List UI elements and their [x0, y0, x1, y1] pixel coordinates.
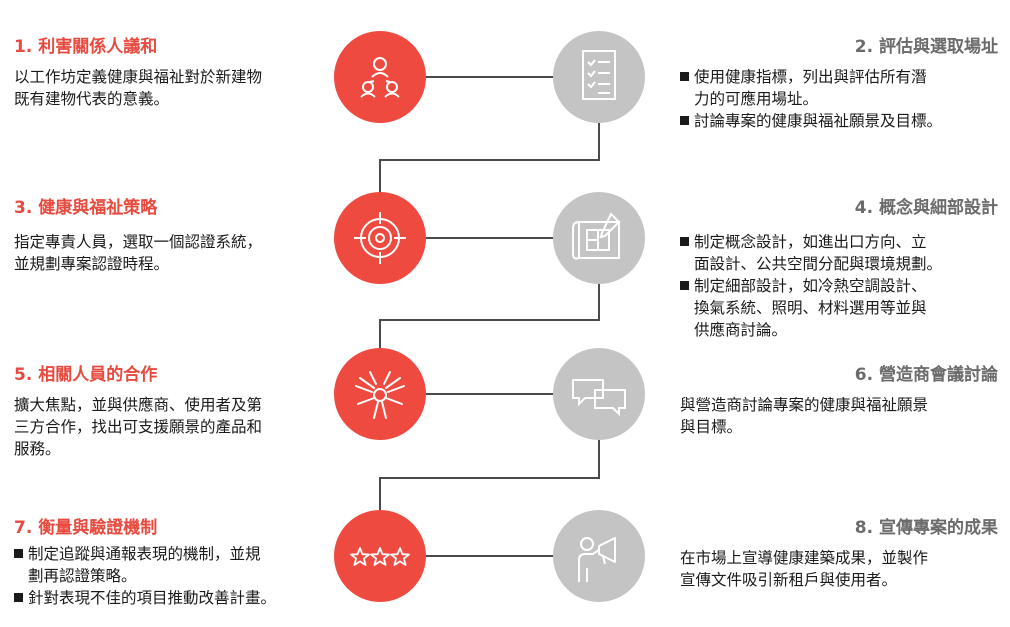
step-4-bullet-2-line-1: 制定細部設計，如冷熱空調設計、	[694, 277, 927, 295]
checklist-icon	[582, 50, 616, 100]
bullet-square-icon	[14, 549, 23, 558]
bullet-square-icon	[680, 237, 689, 246]
step-1-line-2: 既有建物代表的意義。	[14, 90, 170, 108]
step-6-line-1: 與營造商討論專案的健康與福祉願景	[680, 396, 929, 414]
step-4-circle	[553, 192, 645, 284]
step-2-circle	[553, 31, 645, 123]
step-8-circle	[553, 510, 645, 602]
target-icon	[354, 212, 406, 264]
step-7: 7. 衡量與驗證機制 制定追蹤與通報表現的機制，並規 劃再認證策略。 針對表現不…	[14, 517, 334, 609]
step-7-title: 7. 衡量與驗證機制	[14, 518, 158, 538]
step-6-title: 6. 營造商會議討論	[854, 365, 998, 385]
step-7-bullet-1-line-1: 制定追蹤與通報表現的機制，並規	[28, 545, 261, 563]
step-4-bullet-2: 制定細部設計，如冷熱空調設計、 換氣系統、照明、材料選用等並與 供應商討論。	[680, 275, 998, 341]
step-7-body: 制定追蹤與通報表現的機制，並規 劃再認證策略。 針對表現不佳的項目推動改善計畫。	[14, 543, 334, 609]
step-1-circle	[334, 31, 426, 123]
stars-icon	[350, 547, 410, 566]
step-4-bullet-2-line-2: 換氣系統、照明、材料選用等並與	[694, 299, 927, 317]
step-2-bullet-2: 討論專案的健康與福祉願景及目標。	[680, 110, 998, 132]
step-2-bullet-1-line-1: 使用健康指標，列出與評估所有潛	[694, 68, 927, 86]
step-7-bullet-2: 針對表現不佳的項目推動改善計畫。	[14, 587, 334, 609]
step-3-body: 指定專責人員，選取一個認證系統， 並規劃專案認證時程。	[14, 231, 334, 275]
step-7-bullet-1-line-2: 劃再認證策略。	[28, 567, 137, 585]
step-1-body: 以工作坊定義健康與福祉對於新建物 既有建物代表的意義。	[14, 66, 334, 110]
step-4-bullet-1: 制定概念設計，如進出口方向、立 面設計、公共空間分配與環境規劃。	[680, 231, 998, 275]
step-3-line-1: 指定專責人員，選取一個認證系統，	[14, 233, 263, 251]
step-4: 4. 概念與細部設計 制定概念設計，如進出口方向、立 面設計、公共空間分配與環境…	[680, 197, 998, 341]
step-8-body: 在市場上宣導健康建築成果，並製作 宣傳文件吸引新租戶與使用者。	[680, 547, 998, 591]
speech-bubbles-icon	[572, 379, 626, 417]
step-3-circle	[334, 192, 426, 284]
teamwork-hands-icon	[355, 371, 405, 419]
step-1-line-1: 以工作坊定義健康與福祉對於新建物	[14, 68, 263, 86]
bullet-square-icon	[680, 116, 689, 125]
step-7-bullet-2-line-1: 針對表現不佳的項目推動改善計畫。	[28, 589, 277, 607]
step-4-bullet-2-line-3: 供應商討論。	[694, 321, 788, 339]
step-6-circle	[553, 348, 645, 440]
step-5: 5. 相關人員的合作 擴大焦點，並與供應商、使用者及第 三方合作，找出可支援願景…	[14, 364, 334, 460]
step-8-line-2: 宣傳文件吸引新租戶與使用者。	[680, 571, 898, 589]
step-6-line-2: 與目標。	[680, 418, 743, 436]
step-3-line-2: 並規劃專案認證時程。	[14, 255, 170, 273]
step-6-body: 與營造商討論專案的健康與福祉願景 與目標。	[680, 394, 998, 438]
stakeholders-icon	[360, 57, 400, 98]
bullet-square-icon	[680, 72, 689, 81]
bullet-square-icon	[680, 281, 689, 290]
step-5-title: 5. 相關人員的合作	[14, 365, 158, 385]
step-2-title: 2. 評估與選取場址	[854, 37, 998, 57]
bullet-square-icon	[14, 593, 23, 602]
step-5-circle	[334, 348, 426, 440]
step-4-bullet-1-line-2: 面設計、公共空間分配與環境規劃。	[694, 255, 943, 273]
step-3: 3. 健康與福祉策略 指定專責人員，選取一個認證系統， 並規劃專案認證時程。	[14, 197, 334, 275]
step-7-bullet-1: 制定追蹤與通報表現的機制，並規 劃再認證策略。	[14, 543, 334, 587]
step-2-bullet-1: 使用健康指標，列出與評估所有潛 力的可應用場址。	[680, 66, 998, 110]
step-5-line-3: 服務。	[14, 440, 61, 458]
step-2-bullet-1-line-2: 力的可應用場址。	[694, 90, 819, 108]
blueprint-icon	[572, 212, 621, 260]
step-2-bullet-2-line-1: 討論專案的健康與福祉願景及目標。	[694, 112, 943, 130]
step-8-line-1: 在市場上宣導健康建築成果，並製作	[680, 549, 929, 567]
step-1: 1. 利害關係人議和 以工作坊定義健康與福祉對於新建物 既有建物代表的意義。	[14, 36, 334, 110]
step-2: 2. 評估與選取場址 使用健康指標，列出與評估所有潛 力的可應用場址。 討論專案…	[680, 36, 998, 132]
step-4-bullet-1-line-1: 制定概念設計，如進出口方向、立	[694, 233, 927, 251]
step-5-body: 擴大焦點，並與供應商、使用者及第 三方合作，找出可支援願景的產品和 服務。	[14, 394, 334, 460]
step-8: 8. 宣傳專案的成果 在市場上宣導健康建築成果，並製作 宣傳文件吸引新租戶與使用…	[680, 517, 998, 591]
step-5-line-2: 三方合作，找出可支援願景的產品和	[14, 418, 263, 436]
step-1-title: 1. 利害關係人議和	[14, 37, 158, 57]
step-8-title: 8. 宣傳專案的成果	[854, 518, 998, 538]
step-3-title: 3. 健康與福祉策略	[14, 198, 158, 218]
step-5-line-1: 擴大焦點，並與供應商、使用者及第	[14, 396, 263, 414]
megaphone-person-icon	[578, 537, 616, 582]
step-4-body: 制定概念設計，如進出口方向、立 面設計、公共空間分配與環境規劃。 制定細部設計，…	[680, 231, 998, 341]
step-7-circle	[334, 510, 426, 602]
step-4-title: 4. 概念與細部設計	[854, 198, 998, 218]
step-2-body: 使用健康指標，列出與評估所有潛 力的可應用場址。 討論專案的健康與福祉願景及目標…	[680, 66, 998, 132]
step-6: 6. 營造商會議討論 與營造商討論專案的健康與福祉願景 與目標。	[680, 364, 998, 438]
